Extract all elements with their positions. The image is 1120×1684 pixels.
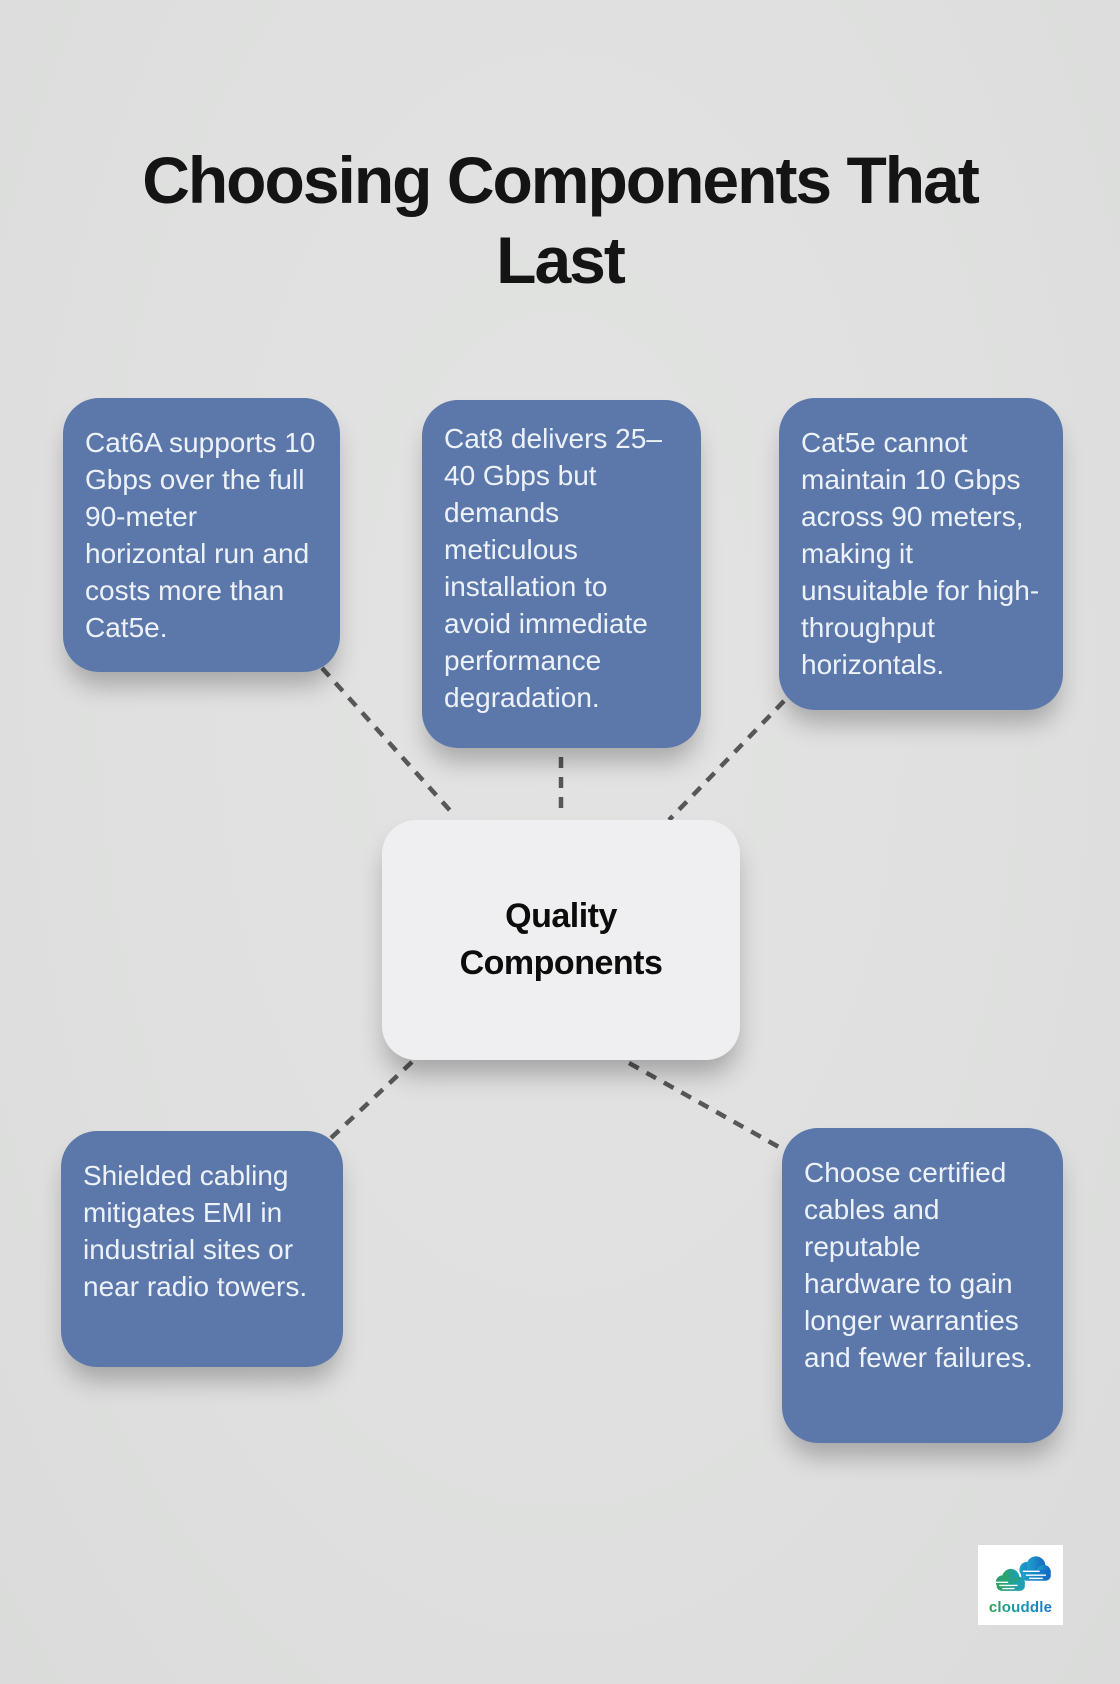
info-node-text: Cat5e cannot maintain 10 Gbps across 90 … <box>801 427 1040 680</box>
connector-top-left <box>320 666 457 818</box>
central-topic-label: Quality Components <box>459 897 663 982</box>
info-node-shielded: Shielded cabling mitigates EMI in indust… <box>61 1131 343 1367</box>
info-node-cat5e: Cat5e cannot maintain 10 Gbps across 90 … <box>779 398 1063 710</box>
info-node-certified: Choose certified cables and reputable ha… <box>782 1128 1063 1443</box>
cloud-logo-icon <box>990 1556 1051 1591</box>
info-node-cat8: Cat8 delivers 25–40 Gbps but demands met… <box>422 400 701 748</box>
connector-bottom-right <box>627 1061 788 1153</box>
connector-top-right <box>667 699 786 822</box>
connector-bottom-left <box>329 1060 414 1140</box>
info-node-text: Cat6A supports 10 Gbps over the full 90-… <box>85 427 316 643</box>
brand-logo: clouddle <box>978 1545 1063 1625</box>
info-node-text: Cat8 delivers 25–40 Gbps but demands met… <box>444 423 662 713</box>
central-topic-node: Quality Components <box>382 820 740 1060</box>
info-node-cat6a: Cat6A supports 10 Gbps over the full 90-… <box>63 398 340 672</box>
info-node-text: Shielded cabling mitigates EMI in indust… <box>83 1160 308 1302</box>
page-title: Choosing Components That Last <box>142 143 980 298</box>
info-node-text: Choose certified cables and reputable ha… <box>804 1157 1033 1373</box>
brand-logo-wordmark: clouddle <box>988 1599 1053 1616</box>
